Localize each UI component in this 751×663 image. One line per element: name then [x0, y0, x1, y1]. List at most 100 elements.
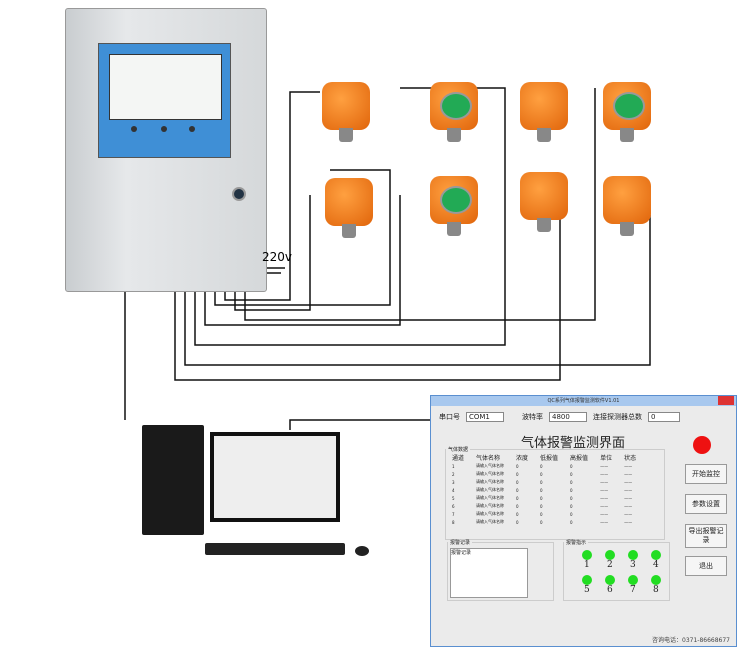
table-cell: 请输入气体名称 — [476, 479, 505, 484]
indicator-number: 3 — [630, 560, 636, 570]
table-cell: 0 — [516, 511, 519, 517]
page-heading: 气体报警监测界面 — [521, 436, 626, 451]
pc-tower — [142, 425, 204, 535]
table-cell: 0 — [516, 487, 519, 493]
key-lock-icon — [232, 187, 246, 201]
gas-detector-3 — [520, 82, 568, 142]
alarm-log-group-label: 报警记录 — [450, 540, 471, 546]
table-cell: —— — [600, 519, 609, 525]
table-cell: 0 — [516, 519, 519, 525]
table-cell: —— — [624, 511, 633, 517]
table-cell: —— — [600, 487, 609, 493]
window-title: QC系列气体报警监测软件V1.01 — [547, 398, 620, 404]
indicator-light — [161, 126, 167, 132]
table-cell: 2 — [452, 471, 455, 477]
indicator-light — [189, 126, 195, 132]
table-cell: 请输入气体名称 — [476, 519, 505, 524]
gas-detector-4 — [603, 82, 651, 142]
controller-lcd-screen — [109, 54, 222, 120]
table-cell: 请输入气体名称 — [476, 503, 505, 508]
column-header: 通道 — [452, 455, 465, 462]
column-header: 状态 — [624, 455, 637, 462]
table-cell: 7 — [452, 511, 455, 517]
indicator-number: 4 — [653, 560, 659, 570]
table-cell: 0 — [570, 463, 573, 469]
table-cell: —— — [624, 487, 633, 493]
table-cell: —— — [624, 503, 633, 509]
table-cell: —— — [624, 479, 633, 485]
table-cell: 0 — [516, 495, 519, 501]
port-select[interactable]: COM1 — [466, 412, 504, 422]
table-cell: —— — [624, 495, 633, 501]
table-cell: 0 — [540, 463, 543, 469]
column-header: 浓度 — [516, 455, 529, 462]
indicator-number: 5 — [584, 585, 590, 595]
alarm-indicator-light — [582, 550, 592, 560]
table-cell: —— — [600, 463, 609, 469]
title-bar: QC系列气体报警监测软件V1.01 — [431, 396, 736, 406]
alarm-controller-cabinet — [65, 8, 267, 292]
detector-count-input[interactable]: 0 — [648, 412, 680, 422]
table-cell: —— — [600, 471, 609, 477]
parameter-settings-button[interactable]: 参数设置 — [685, 494, 727, 514]
column-header: 单位 — [600, 455, 613, 462]
baud-select[interactable]: 4800 — [549, 412, 587, 422]
gas-data-group-label: 气体数据 — [448, 447, 469, 453]
indicator-number: 2 — [607, 560, 613, 570]
table-cell: 4 — [452, 487, 455, 493]
contact-phone: 咨询电话：0371-86668677 — [652, 637, 730, 644]
table-cell: —— — [600, 479, 609, 485]
table-cell: 0 — [570, 495, 573, 501]
table-cell: 0 — [570, 487, 573, 493]
table-cell: 0 — [570, 503, 573, 509]
table-cell: 0 — [540, 519, 543, 525]
table-cell: 1 — [452, 463, 455, 469]
table-cell: —— — [600, 495, 609, 501]
table-cell: —— — [624, 463, 633, 469]
alarm-indicator-light — [605, 550, 615, 560]
table-cell: 请输入气体名称 — [476, 511, 505, 516]
table-cell: 0 — [540, 495, 543, 501]
table-cell: 0 — [570, 511, 573, 517]
column-header: 低报值 — [540, 455, 559, 462]
table-cell: 请输入气体名称 — [476, 487, 505, 492]
indicator-number: 7 — [630, 585, 636, 595]
monitor-screen — [214, 436, 336, 518]
alarm-status-light — [693, 436, 711, 454]
table-cell: 0 — [540, 503, 543, 509]
baud-label: 波特率 — [522, 413, 543, 421]
gas-detector-1 — [322, 82, 370, 142]
column-header: 气体名称 — [476, 455, 501, 462]
exit-button[interactable]: 退出 — [685, 556, 727, 576]
table-cell: 0 — [570, 471, 573, 477]
gas-detector-5 — [325, 178, 373, 238]
table-cell: —— — [600, 511, 609, 517]
alarm-indicator-light — [651, 550, 661, 560]
alarm-indicator-light — [605, 575, 615, 585]
table-cell: —— — [624, 519, 633, 525]
controller-panel — [98, 43, 231, 158]
export-alarm-records-button[interactable]: 导出报警记录 — [685, 524, 727, 548]
table-cell: 0 — [516, 479, 519, 485]
alarm-indicator-light — [628, 575, 638, 585]
table-cell: 5 — [452, 495, 455, 501]
keyboard — [205, 543, 345, 555]
start-monitoring-button[interactable]: 开始监控 — [685, 464, 727, 484]
detector-count-label: 连接探测器总数 — [593, 413, 642, 421]
alarm-indicator-group-label: 报警指示 — [566, 540, 587, 546]
monitoring-software-window: QC系列气体报警监测软件V1.01 串口号 COM1 波特率 4800 连接探测… — [430, 395, 737, 647]
table-cell: 0 — [570, 519, 573, 525]
table-cell: 3 — [452, 479, 455, 485]
table-cell: 请输入气体名称 — [476, 471, 505, 476]
close-button[interactable] — [718, 396, 734, 405]
alarm-log-textarea[interactable]: 报警记录 — [450, 548, 528, 598]
indicator-light — [131, 126, 137, 132]
table-cell: 0 — [516, 471, 519, 477]
